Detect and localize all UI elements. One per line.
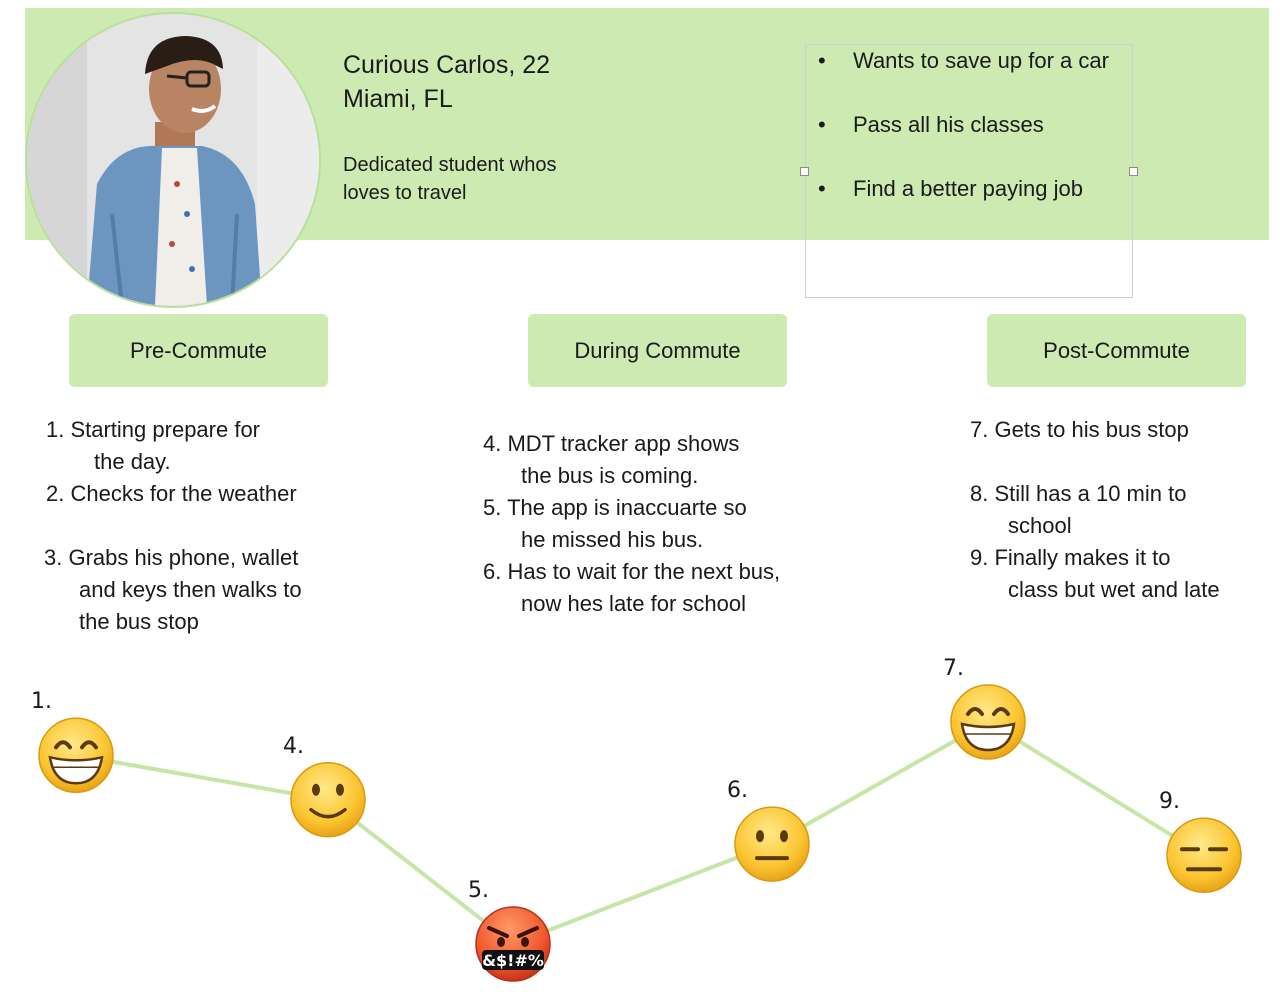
bullet-icon: • xyxy=(818,176,826,201)
phase-during-commute: During Commute xyxy=(528,314,787,387)
journey-point-label: 9. xyxy=(1159,789,1180,815)
step-5: 5. The app is inaccuarte so xyxy=(483,495,747,520)
bullet-icon: • xyxy=(818,48,826,73)
persona-location: Miami, FL xyxy=(343,85,453,113)
step-3: 3. Grabs his phone, wallet xyxy=(44,545,299,570)
goal-item: •Wants to save up for a car xyxy=(818,46,1109,76)
slightly-smiling-face-icon xyxy=(290,761,366,838)
censored-symbols-text: &$!#% xyxy=(482,951,544,970)
step-1: 1. Starting prepare for xyxy=(46,417,261,442)
resize-handle-left[interactable] xyxy=(800,167,809,176)
step-7: 7. Gets to his bus stop xyxy=(970,417,1189,442)
goal-item: •Pass all his classes xyxy=(818,110,1044,140)
step-2: 2. Checks for the weather xyxy=(46,481,297,506)
step-5-cont: he missed his bus. xyxy=(521,527,704,552)
step-6: 6. Has to wait for the next bus, xyxy=(483,559,781,584)
journey-point-label: 5. xyxy=(468,878,489,903)
step-8-cont: school xyxy=(1008,513,1072,538)
resize-handle-right[interactable] xyxy=(1129,167,1138,176)
grinning-face-icon xyxy=(950,684,1026,760)
grinning-face-icon xyxy=(38,717,114,794)
persona-name: Curious Carlos, 22 xyxy=(343,51,551,79)
step-9: 9. Finally makes it to xyxy=(970,545,1171,570)
journey-point-label: 6. xyxy=(727,778,748,804)
journey-line xyxy=(75,719,1206,947)
bullet-icon: • xyxy=(818,112,826,137)
journey-point-label: 4. xyxy=(283,733,304,759)
step-6-cont: now hes late for school xyxy=(521,591,747,616)
journey-point-label: 7. xyxy=(943,656,964,681)
phase-pre-commute: Pre-Commute xyxy=(69,314,328,387)
step-9-cont: class but wet and late xyxy=(1008,577,1220,602)
journey-point-label: 1. xyxy=(31,689,52,715)
step-3-cont: and keys then walks to xyxy=(79,577,302,602)
step-1-cont: the day. xyxy=(94,449,171,474)
phase-post-commute: Post-Commute xyxy=(987,314,1246,387)
face-with-symbols-on-mouth-icon: &$!#% xyxy=(475,906,551,982)
goal-item: •Find a better paying job xyxy=(818,174,1083,204)
neutral-face-icon xyxy=(734,806,810,882)
step-3-cont2: the bus stop xyxy=(79,609,199,634)
persona-bio: Dedicated student whos loves to travel xyxy=(343,154,557,204)
step-8: 8. Still has a 10 min to xyxy=(970,481,1187,506)
step-4-cont: the bus is coming. xyxy=(521,463,699,488)
expressionless-face-icon xyxy=(1166,817,1242,893)
step-4: 4. MDT tracker app shows xyxy=(483,431,740,456)
